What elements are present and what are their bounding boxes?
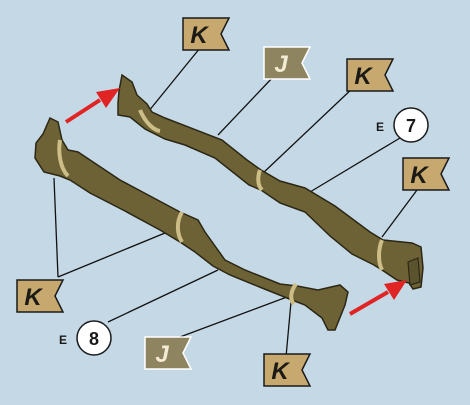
lower-hose <box>34 116 349 331</box>
flag-j-bottom: J <box>144 336 192 370</box>
callout-e8-prefix: E <box>59 333 67 347</box>
flag-k-right: K <box>402 157 450 191</box>
upper-hose <box>117 73 424 290</box>
flag-k-bottom-label: K <box>271 358 290 385</box>
lower-hose-clamp-2 <box>175 210 184 244</box>
upper-hose-body <box>117 73 424 290</box>
flag-k-upper-right: K <box>346 58 394 92</box>
lower-hose-clamp-1 <box>57 139 70 178</box>
flag-j-top: J <box>263 46 311 80</box>
flag-k-bottom: K <box>263 353 311 387</box>
arrow-top-left <box>64 88 120 124</box>
callout-e7-number: 7 <box>406 116 416 136</box>
upper-hose-fitting <box>407 257 421 286</box>
lower-hose-clamp-3 <box>289 282 298 306</box>
leader-lines <box>53 47 421 358</box>
flag-k-left-label: K <box>24 284 43 311</box>
callout-e8-number: 8 <box>89 329 99 349</box>
flag-k-upper-right-label: K <box>354 63 373 90</box>
upper-hose-clamp-2 <box>256 169 264 192</box>
flag-k-right-label: K <box>410 162 429 189</box>
flag-k-top: K <box>182 17 230 51</box>
arrow-bottom-right <box>348 280 407 316</box>
flag-j-bottom-label: J <box>155 341 169 368</box>
upper-hose-clamp-3 <box>377 239 384 271</box>
callout-e7-prefix: E <box>376 120 384 134</box>
callout-e7: E 7 <box>376 107 429 143</box>
flag-j-top-label: J <box>274 51 288 78</box>
upper-hose-clamp-1 <box>138 109 161 133</box>
flag-k-top-label: K <box>190 22 209 49</box>
callout-e8: E 8 <box>59 320 112 356</box>
flag-k-left: K <box>16 279 64 313</box>
lower-hose-body <box>34 116 349 331</box>
